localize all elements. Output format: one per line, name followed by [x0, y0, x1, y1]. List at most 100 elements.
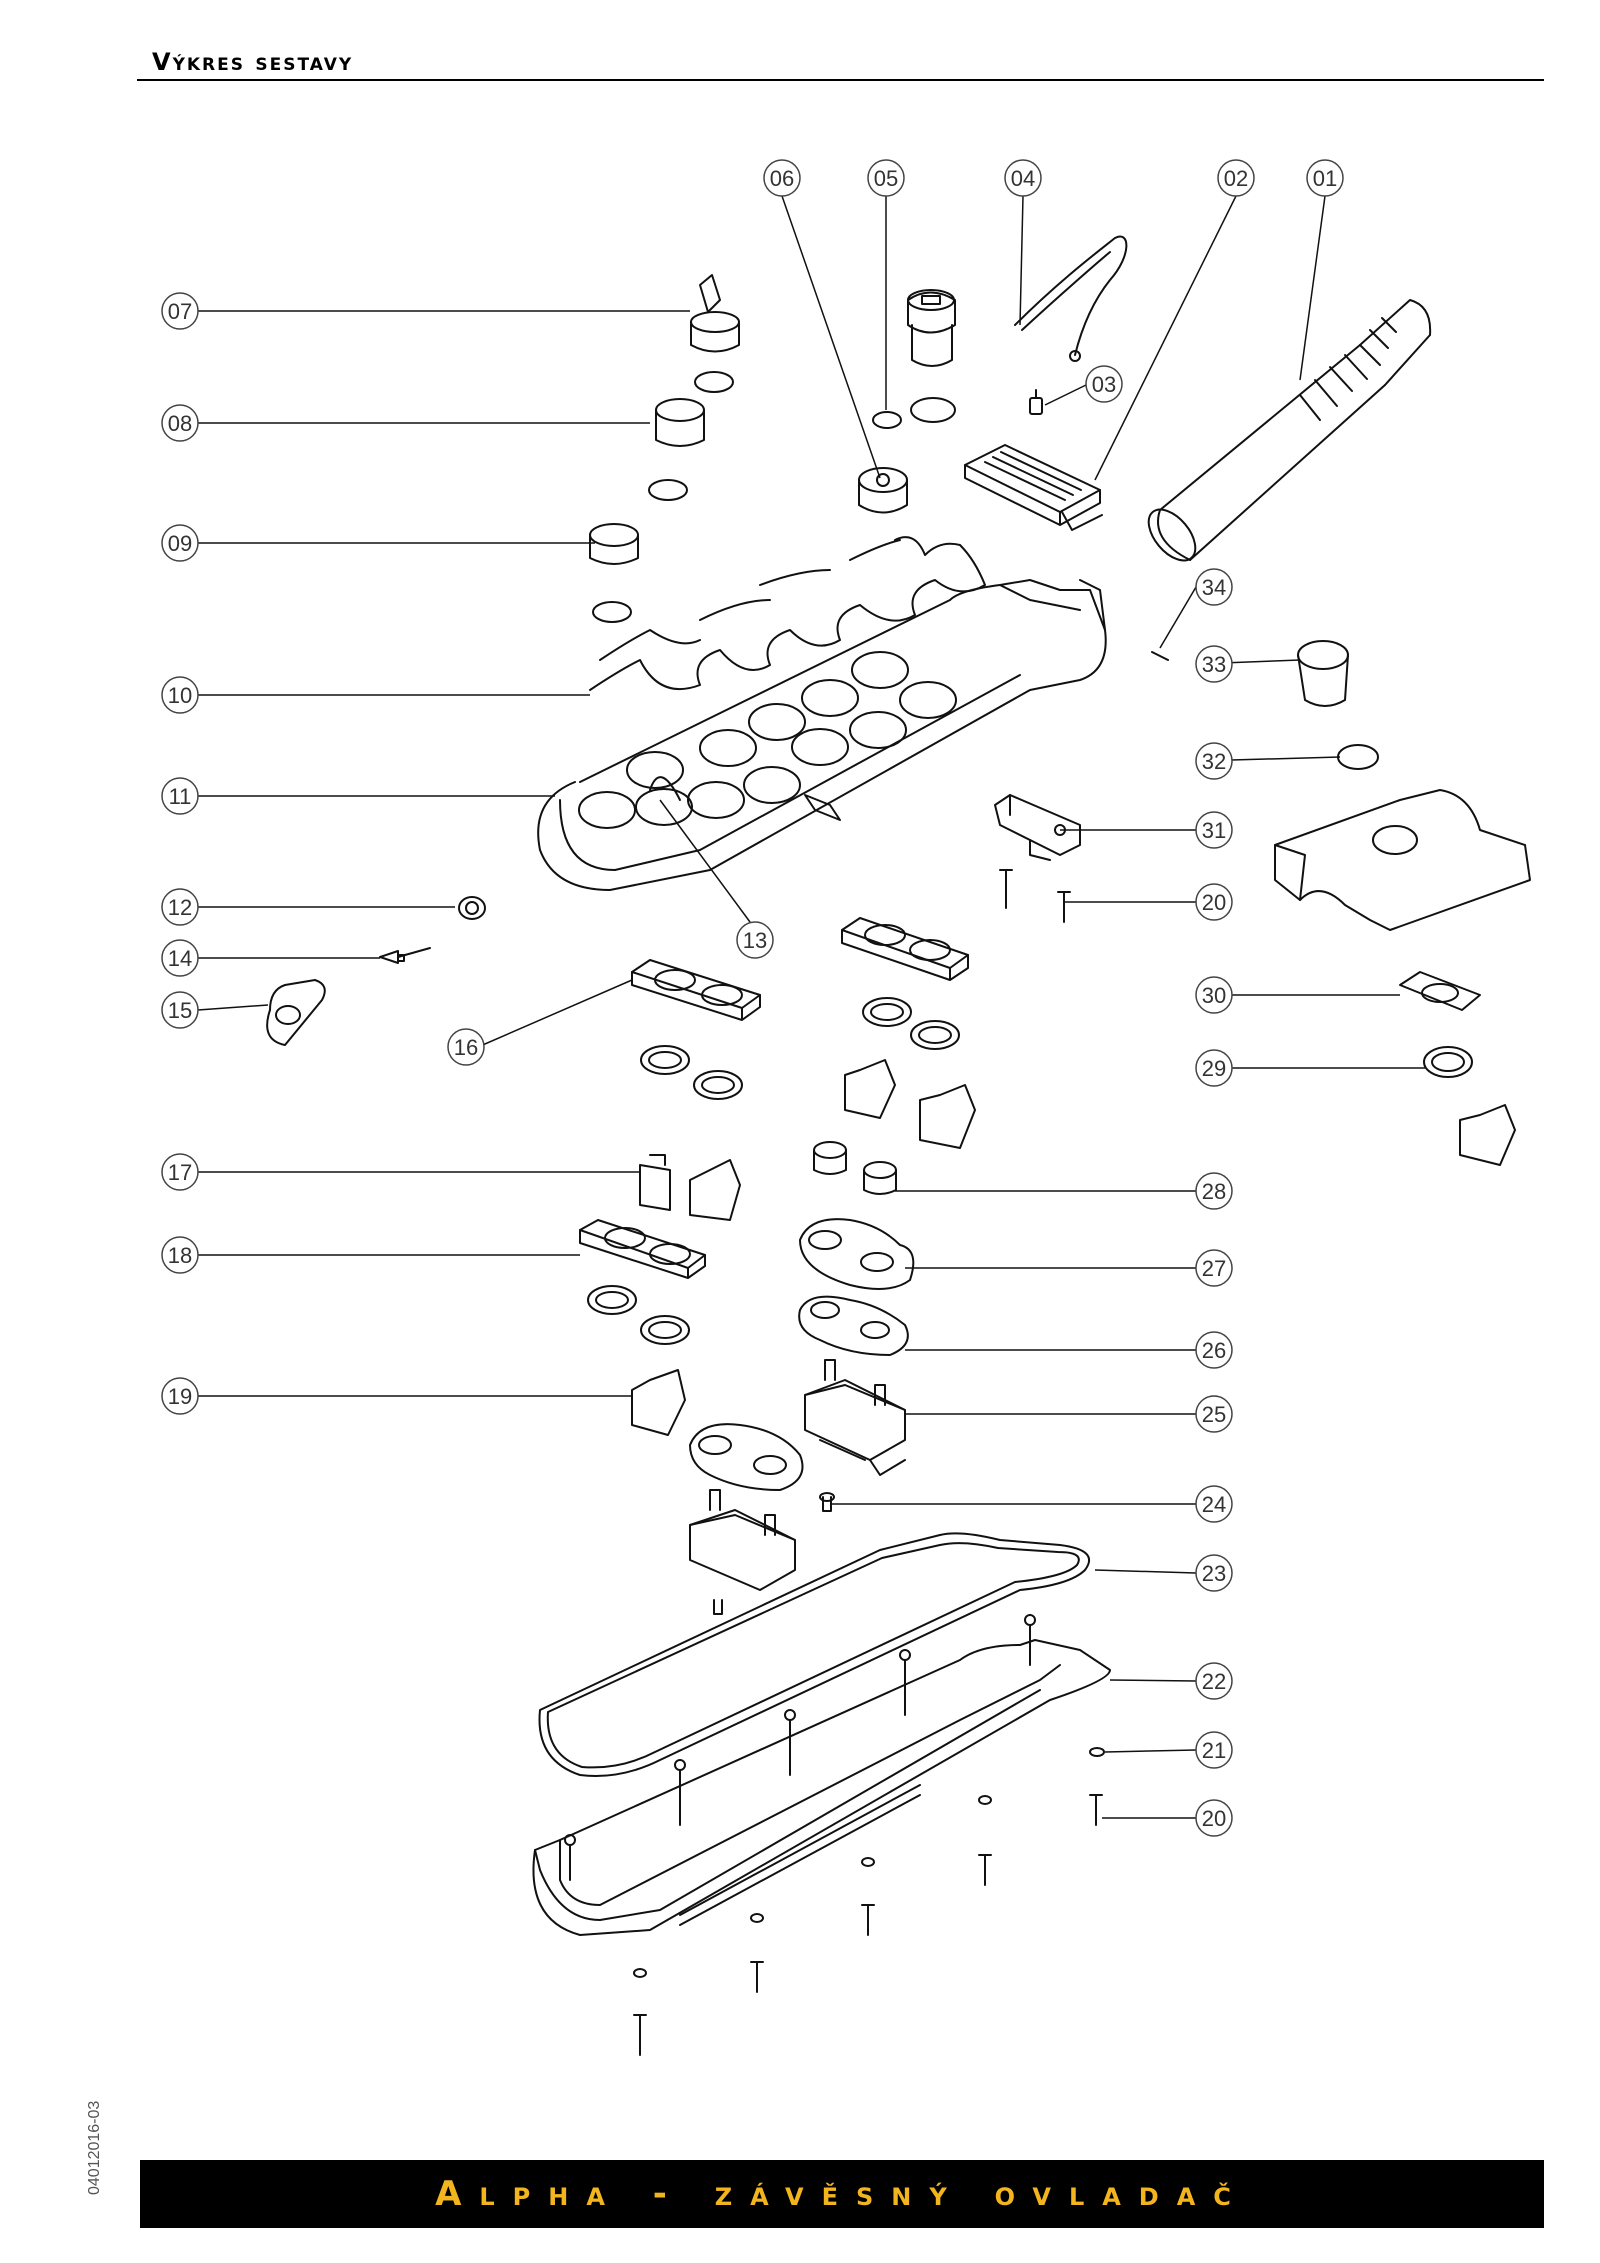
- svg-text:16: 16: [454, 1035, 478, 1060]
- svg-text:17: 17: [168, 1160, 192, 1185]
- svg-text:05: 05: [874, 166, 898, 191]
- callout-01: 01: [1306, 159, 1344, 197]
- svg-text:22: 22: [1202, 1669, 1226, 1694]
- part-24-screw: [819, 1492, 835, 1512]
- callout-13: 13: [736, 921, 774, 959]
- part-01-cable-gland: [1147, 299, 1432, 562]
- svg-text:33: 33: [1202, 652, 1226, 677]
- svg-text:13: 13: [743, 928, 767, 953]
- document-code: 04012016-03: [86, 2100, 103, 2195]
- callout-27: 27: [1195, 1249, 1233, 1287]
- callout-30: 30: [1195, 976, 1233, 1014]
- part-contacts-right: [841, 917, 976, 1149]
- svg-text:02: 02: [1224, 166, 1248, 191]
- part-26-plate: [798, 1295, 909, 1356]
- part-16-carrier: [631, 959, 761, 1100]
- callout-04: 04: [1004, 159, 1042, 197]
- callout-32: 32: [1195, 742, 1233, 780]
- svg-text:28: 28: [1202, 1179, 1226, 1204]
- svg-text:20: 20: [1202, 890, 1226, 915]
- part-11-upper-housing: [537, 579, 1107, 891]
- part-25-switch: [804, 1359, 906, 1476]
- svg-text:31: 31: [1202, 818, 1226, 843]
- svg-text:15: 15: [168, 998, 192, 1023]
- callout-23: 23: [1195, 1554, 1233, 1592]
- callout-05: 05: [867, 159, 905, 197]
- callout-16: 16: [447, 1028, 485, 1066]
- part-33-knob: [1297, 640, 1379, 770]
- callout-28: 28: [1195, 1172, 1233, 1210]
- svg-text:23: 23: [1202, 1561, 1226, 1586]
- part-15-tag: [266, 979, 326, 1046]
- part-31-clamp: [994, 794, 1081, 923]
- part-23-gasket: [538, 1532, 1091, 1777]
- part-02-cover-plate: [964, 444, 1103, 531]
- callout-21: 21: [1195, 1731, 1233, 1769]
- svg-text:11: 11: [169, 784, 192, 809]
- part-22-lower-housing: [532, 1614, 1111, 1936]
- part-17-contacts: [639, 1154, 741, 1221]
- svg-text:32: 32: [1202, 749, 1226, 774]
- part-18-carrier: [579, 1219, 706, 1345]
- svg-text:26: 26: [1202, 1338, 1226, 1363]
- svg-text:29: 29: [1202, 1056, 1226, 1081]
- callout-24: 24: [1195, 1485, 1233, 1523]
- callout-31: 31: [1195, 811, 1233, 849]
- callout-08: 08: [161, 404, 199, 442]
- part-21-20-fasteners: [633, 1747, 1105, 2056]
- svg-text:09: 09: [168, 531, 192, 556]
- part-06-pushbutton: [858, 467, 908, 514]
- callout-14: 14: [161, 939, 199, 977]
- part-28-caps: [813, 1141, 897, 1195]
- header-divider: [137, 79, 1544, 81]
- part-10-membrane: [589, 536, 986, 691]
- part-30-29-flange: [1399, 971, 1516, 1166]
- callout-20-lower: 20: [1195, 1799, 1233, 1837]
- part-13-lever: [804, 794, 841, 821]
- callout-09: 09: [161, 524, 199, 562]
- callout-03: 03: [1085, 365, 1123, 403]
- svg-text:27: 27: [1202, 1256, 1226, 1281]
- svg-text:24: 24: [1202, 1492, 1226, 1517]
- callout-22: 22: [1195, 1662, 1233, 1700]
- svg-text:18: 18: [168, 1243, 192, 1268]
- svg-text:34: 34: [1202, 575, 1226, 600]
- callout-25: 25: [1195, 1395, 1233, 1433]
- svg-text:01: 01: [1313, 166, 1337, 191]
- part-right-housing: [1274, 789, 1531, 931]
- part-boot-lower: [689, 1423, 804, 1615]
- part-08-button: [648, 398, 705, 501]
- svg-text:25: 25: [1202, 1402, 1226, 1427]
- svg-text:19: 19: [168, 1384, 192, 1409]
- callout-33: 33: [1195, 645, 1233, 683]
- svg-text:21: 21: [1202, 1738, 1226, 1763]
- callouts: 01 02 03 04 05 06 07 08 09 10 11 12 13 1…: [161, 159, 1344, 1837]
- svg-text:14: 14: [168, 946, 192, 971]
- callout-06: 06: [763, 159, 801, 197]
- svg-text:12: 12: [168, 895, 192, 920]
- callout-02: 02: [1217, 159, 1255, 197]
- leader-lines: [197, 195, 1425, 1819]
- footer-bar: Alpha - závěsný ovladač: [140, 2160, 1544, 2228]
- svg-text:30: 30: [1202, 983, 1226, 1008]
- part-34-pin: [1151, 651, 1169, 661]
- svg-text:07: 07: [168, 299, 192, 324]
- part-03-screw: [1029, 389, 1043, 415]
- callout-17: 17: [161, 1153, 199, 1191]
- part-05-pushbutton: [872, 289, 956, 429]
- callout-12: 12: [161, 888, 199, 926]
- footer-title: Alpha - závěsný ovladač: [435, 2174, 1249, 2214]
- callout-10: 10: [161, 676, 199, 714]
- svg-text:03: 03: [1092, 372, 1116, 397]
- callout-15: 15: [161, 991, 199, 1029]
- callout-26: 26: [1195, 1331, 1233, 1369]
- part-27-boot: [799, 1218, 915, 1290]
- callout-34: 34: [1195, 568, 1233, 606]
- svg-text:08: 08: [168, 411, 192, 436]
- callout-19: 19: [161, 1377, 199, 1415]
- part-07-selector: [690, 274, 740, 393]
- callout-18: 18: [161, 1236, 199, 1274]
- svg-text:20: 20: [1202, 1806, 1226, 1831]
- part-09-blank-plug: [589, 523, 639, 623]
